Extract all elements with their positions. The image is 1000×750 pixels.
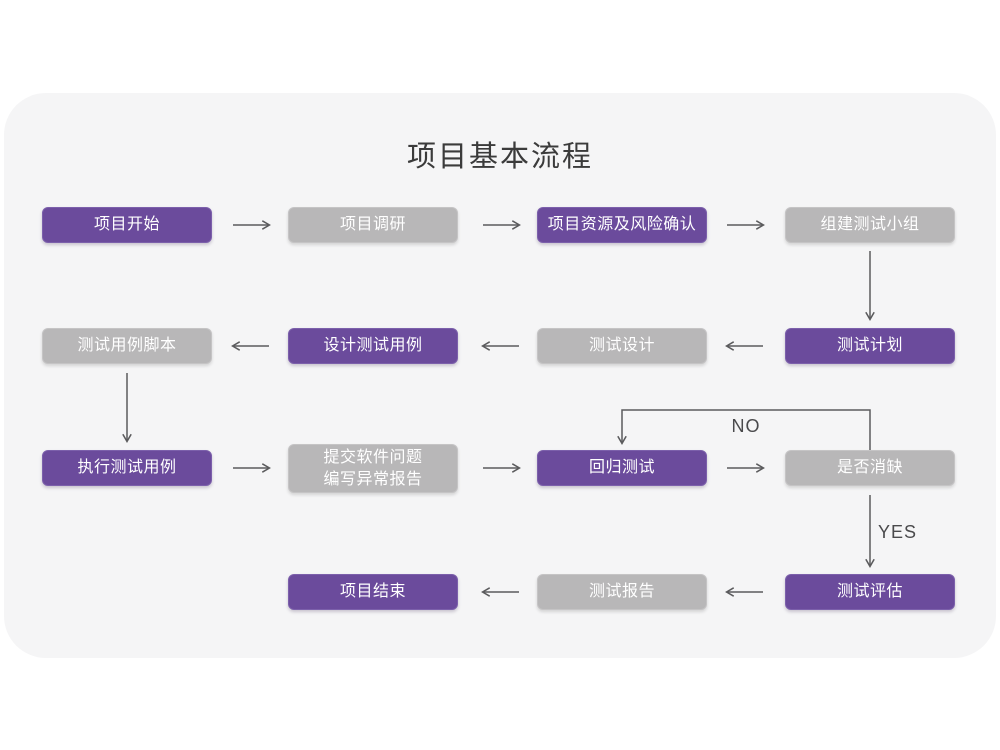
flow-node-project-start: 项目开始 [42, 207, 212, 243]
node-label: 是否消缺 [836, 459, 903, 476]
flow-node-execute-test-cases: 执行测试用例 [42, 450, 212, 486]
flow-node-design-test-cases: 设计测试用例 [288, 328, 458, 364]
node-label: 回归测试 [588, 459, 655, 476]
node-label: 项目结束 [339, 583, 406, 600]
node-label: 测试评估 [836, 583, 903, 600]
node-label: 设计测试用例 [323, 337, 423, 354]
node-label: 测试计划 [836, 337, 903, 354]
flow-node-project-research: 项目调研 [288, 207, 458, 243]
flow-node-build-test-team: 组建测试小组 [785, 207, 955, 243]
flow-node-project-end: 项目结束 [288, 574, 458, 610]
node-label-line2: 编写异常报告 [323, 470, 423, 488]
node-label: 执行测试用例 [77, 459, 177, 476]
flow-node-test-report: 测试报告 [537, 574, 707, 610]
diagram-title: 项目基本流程 [406, 141, 593, 173]
node-label: 测试报告 [588, 583, 655, 600]
node-label: 项目开始 [93, 216, 160, 233]
flow-node-test-evaluation: 测试评估 [785, 574, 955, 610]
flow-node-resource-risk-confirm: 项目资源及风险确认 [537, 207, 707, 243]
flowchart-card [4, 93, 996, 658]
node-label: 组建测试小组 [820, 216, 920, 233]
flow-node-regression-test: 回归测试 [537, 450, 707, 486]
node-label-line1: 提交软件问题 [323, 448, 423, 466]
node-label: 项目资源及风险确认 [547, 216, 697, 233]
node-label: 测试设计 [588, 337, 655, 354]
branch-label-yes: YES [878, 522, 918, 542]
flow-node-test-plan: 测试计划 [785, 328, 955, 364]
flow-node-test-case-scripts: 测试用例脚本 [42, 328, 212, 364]
branch-label-no: NO [731, 416, 761, 436]
flow-node-submit-issues-report: 提交软件问题 编写异常报告 [288, 444, 458, 493]
node-label: 测试用例脚本 [77, 337, 177, 354]
flow-node-test-design: 测试设计 [537, 328, 707, 364]
flow-node-defect-resolved-check: 是否消缺 [785, 450, 955, 486]
node-label: 项目调研 [339, 216, 406, 233]
